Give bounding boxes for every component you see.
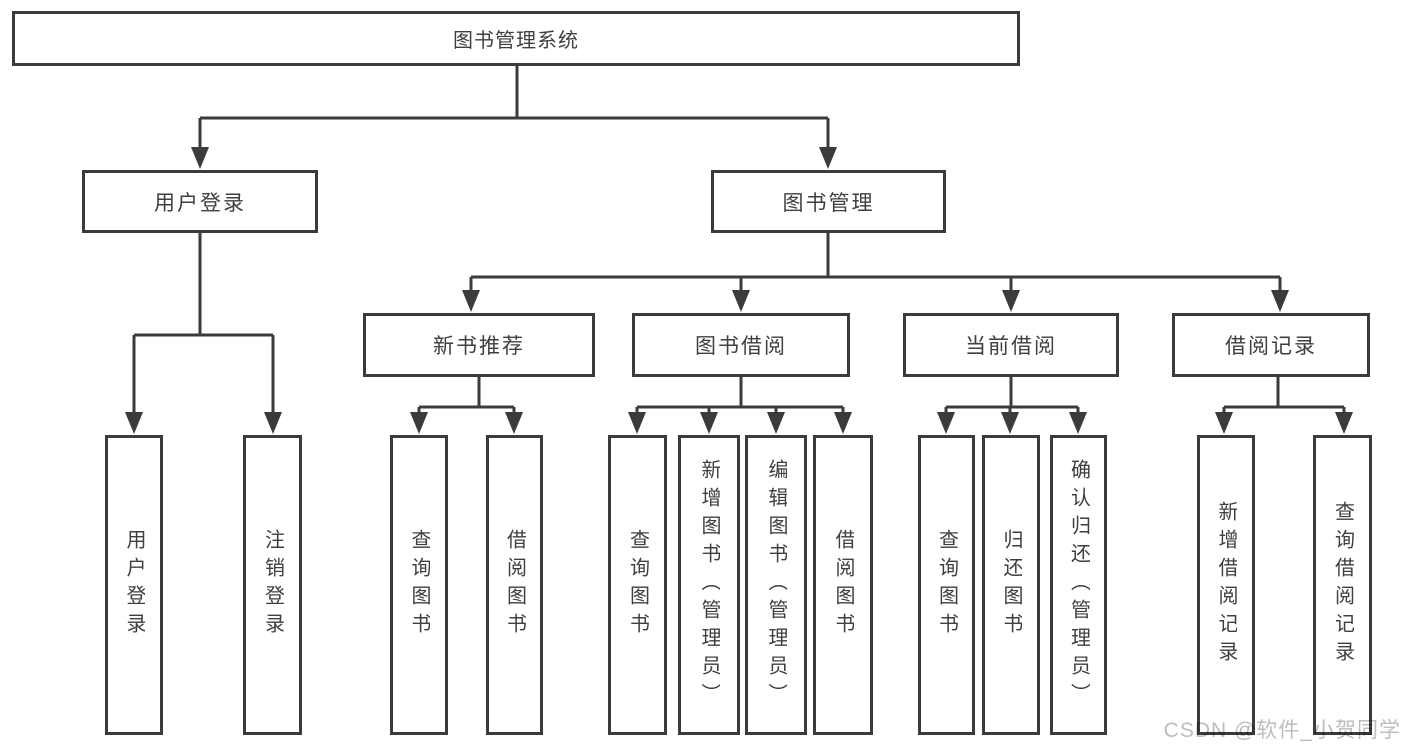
leaf-return-books-label: 归还图书 bbox=[1000, 529, 1022, 641]
leaf-query-books-current: 查询图书 bbox=[918, 435, 975, 735]
leaf-query-books-borrow-label: 查询图书 bbox=[626, 529, 649, 641]
node-book-management: 图书管理 bbox=[711, 170, 946, 233]
leaf-borrow-books-recommend: 借阅图书 bbox=[486, 435, 543, 735]
connector-root-branch bbox=[198, 66, 830, 160]
node-current-borrow: 当前借阅 bbox=[903, 313, 1119, 377]
leaf-add-borrow-record: 新增借阅记录 bbox=[1197, 435, 1255, 735]
leaf-borrow-books-recommend-label: 借阅图书 bbox=[503, 529, 526, 641]
watermark-csdn: CSDN @软件_小贺同学 bbox=[1163, 719, 1401, 742]
leaf-logout-label: 注销登录 bbox=[261, 529, 284, 641]
leaf-return-books: 归还图书 bbox=[982, 435, 1040, 735]
node-book-borrow: 图书借阅 bbox=[632, 313, 850, 377]
leaf-borrow-books-label: 借阅图书 bbox=[832, 529, 854, 641]
node-user-login: 用户登录 bbox=[82, 170, 318, 233]
leaf-query-books-current-label: 查询图书 bbox=[935, 529, 958, 641]
node-user-login-label: 用户登录 bbox=[154, 191, 246, 215]
node-current-borrow-label: 当前借阅 bbox=[965, 335, 1057, 358]
leaf-confirm-return-admin-label: 确认归还（管理员） bbox=[1067, 459, 1090, 711]
leaf-confirm-return-admin: 确认归还（管理员） bbox=[1050, 435, 1107, 735]
leaf-edit-books-admin-label: 编辑图书（管理员） bbox=[765, 459, 787, 711]
connector-book-mgmt-branch bbox=[469, 233, 1282, 303]
arrowheads bbox=[125, 147, 1353, 434]
connector-user-login-branch bbox=[132, 233, 275, 424]
leaf-add-books-admin-label: 新增图书（管理员） bbox=[698, 459, 720, 711]
leaf-borrow-books: 借阅图书 bbox=[813, 435, 873, 735]
node-borrow-records: 借阅记录 bbox=[1172, 313, 1370, 377]
node-book-borrow-label: 图书借阅 bbox=[695, 335, 787, 358]
node-new-book-recommend-label: 新书推荐 bbox=[433, 335, 525, 358]
leaf-query-borrow-record-label: 查询借阅记录 bbox=[1331, 501, 1354, 669]
leaf-query-books-recommend: 查询图书 bbox=[390, 435, 448, 735]
connector-new-rec-branch bbox=[417, 377, 516, 424]
node-root-label: 图书管理系统 bbox=[453, 30, 579, 52]
leaf-add-books-admin: 新增图书（管理员） bbox=[678, 435, 740, 735]
leaf-add-borrow-record-label: 新增借阅记录 bbox=[1215, 501, 1237, 669]
leaf-query-borrow-record: 查询借阅记录 bbox=[1313, 435, 1372, 735]
leaf-query-books-borrow: 查询图书 bbox=[608, 435, 667, 735]
node-root: 图书管理系统 bbox=[12, 11, 1020, 66]
node-borrow-records-label: 借阅记录 bbox=[1225, 335, 1317, 358]
leaf-query-books-recommend-label: 查询图书 bbox=[408, 529, 430, 641]
node-new-book-recommend: 新书推荐 bbox=[363, 313, 595, 377]
node-book-management-label: 图书管理 bbox=[782, 191, 875, 215]
leaf-user-login-label: 用户登录 bbox=[123, 529, 145, 641]
connector-borrow-branch bbox=[635, 377, 845, 424]
connector-records-branch bbox=[1222, 377, 1346, 424]
leaf-user-login: 用户登录 bbox=[105, 435, 163, 735]
leaf-edit-books-admin: 编辑图书（管理员） bbox=[745, 435, 807, 735]
leaf-logout: 注销登录 bbox=[243, 435, 302, 735]
